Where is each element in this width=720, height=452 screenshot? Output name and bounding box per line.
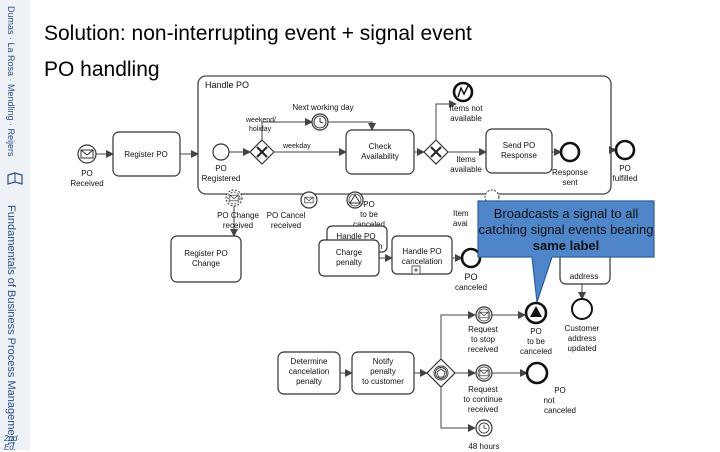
- register-po-change-task: [170, 235, 242, 283]
- authors-label: Dumas · La Rosa · Mendling · Reijers: [6, 6, 16, 157]
- edition-label: 2nd Ed.: [4, 434, 18, 452]
- po-not-canceled-event: [525, 361, 549, 385]
- weekend-holiday-label: weekend/holiday: [245, 117, 276, 133]
- customer-address-label: address: [570, 272, 598, 281]
- response-sent-event: [559, 141, 581, 163]
- exclusive-gateway-icon: [256, 146, 268, 158]
- items-not-available-event: [452, 81, 474, 103]
- event-based-gateway: [426, 358, 456, 388]
- register-po-label: Register PO: [124, 150, 168, 159]
- request-to-stop-event: [475, 306, 493, 324]
- next-working-day-label: Next working day: [292, 103, 353, 112]
- slide-title: Solution: non-interrupting event + signa…: [44, 22, 472, 45]
- send-po-response-task: [485, 128, 553, 174]
- subprocess-label: Handle PO: [205, 80, 249, 90]
- forty-eight-hours-timer: [475, 419, 493, 437]
- customer-address-updated-event: [571, 298, 593, 320]
- po-to-be-canceled-boundary-event: [346, 191, 364, 209]
- exclusive-gateway-1: [249, 139, 275, 165]
- po-received-event: [77, 144, 97, 164]
- subprocess-handle-po: [197, 75, 612, 195]
- partial-n-label: n: [378, 242, 382, 251]
- handle-po-back-label: Handle PO: [336, 232, 375, 241]
- envelope-icon: [80, 149, 94, 159]
- next-working-day-timer: [311, 113, 329, 131]
- signal-triangle-icon: [349, 194, 361, 204]
- forty-eight-hours-label: 48 hours: [468, 442, 499, 450]
- callout-text: Broadcasts a signal to all catching sign…: [478, 206, 654, 253]
- clock-icon: [313, 115, 327, 129]
- book-title-label: Fundamentals of Business Process Managem…: [5, 205, 17, 445]
- exclusive-gateway-2: [423, 139, 449, 165]
- clock-icon: [478, 422, 490, 434]
- sidebar: Dumas · La Rosa · Mendling · Reijers Fun…: [0, 0, 30, 452]
- subprocess-start-event: [212, 143, 230, 161]
- lightning-icon: [457, 85, 469, 98]
- weekday-label: weekday: [282, 143, 311, 150]
- po-cancel-boundary-event: [300, 191, 318, 209]
- po-fulfilled-event: [614, 139, 636, 161]
- signal-callout: [477, 200, 655, 303]
- slide-subtitle: PO handling: [44, 58, 160, 81]
- signal-triangle-icon: [530, 306, 542, 317]
- po-canceled-event: [460, 247, 482, 269]
- request-to-continue-event: [475, 364, 493, 382]
- book-icon: [7, 172, 23, 185]
- event-based-gateway-icon: [436, 368, 446, 378]
- po-change-boundary-event: [225, 189, 243, 207]
